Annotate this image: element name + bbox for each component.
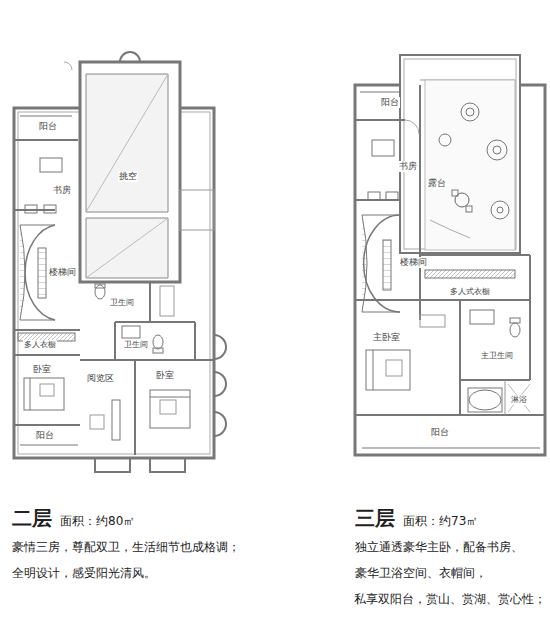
room-label: 淋浴 <box>510 395 528 405</box>
room-label: 阅览区 <box>86 373 115 384</box>
room-label: 书房 <box>52 185 72 196</box>
description-line: 全明设计，感受阳光清风。 <box>12 566 156 580</box>
balcony-label: 阳台 <box>38 121 58 132</box>
stair-label: 楼梯间 <box>48 267 77 278</box>
floor-heading: 二层 <box>12 506 52 530</box>
terrace-label: 露台 <box>427 178 447 189</box>
room-label: 主卫生间 <box>480 351 514 361</box>
description-line: 豪华卫浴空间、衣帽间， <box>355 566 487 580</box>
balcony-label: 阳台 <box>35 430 55 441</box>
area-text: 面积：约73㎡ <box>403 514 478 528</box>
balcony-label: 阳台 <box>430 427 450 438</box>
room-label: 卧室 <box>155 370 175 381</box>
balcony-label: 阳台 <box>380 97 400 108</box>
room-label: 卫生间 <box>109 298 135 308</box>
floor-heading: 三层 <box>355 506 395 530</box>
room-label: 挑空 <box>118 171 138 182</box>
room-label: 多人式衣橱 <box>449 287 491 297</box>
description-line: 豪情三房，尊配双卫，生活细节也成格调； <box>12 540 240 554</box>
room-label: 卧室 <box>32 364 52 375</box>
room-label: 卫生间 <box>123 340 149 350</box>
room-label: 主卧室 <box>372 332 401 343</box>
room-label: 多人衣橱 <box>23 340 57 350</box>
description-line: 独立通透豪华主卧，配备书房、 <box>355 540 523 554</box>
room-label: 书房 <box>398 161 418 172</box>
description-line: 私享双阳台，赏山、赏湖、赏心性； <box>354 592 546 606</box>
area-text: 面积：约80㎡ <box>60 514 135 528</box>
stair-label: 楼梯间 <box>399 257 428 268</box>
